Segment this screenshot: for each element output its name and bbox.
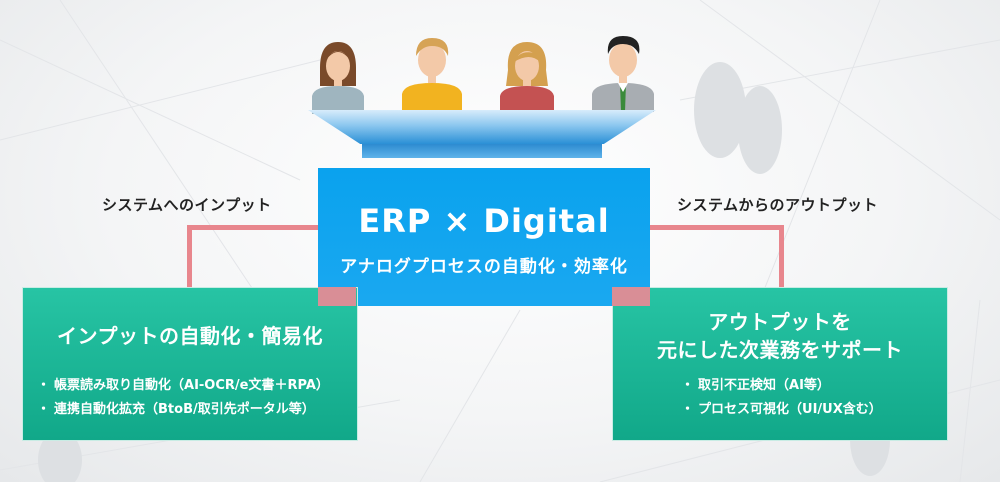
center-subtitle: アナログプロセスの自動化・効率化	[340, 257, 628, 277]
person-icon	[500, 42, 554, 114]
left-connector-horizontal	[187, 225, 320, 230]
person-icon	[402, 38, 462, 112]
list-item: 連携自動化拡充（BtoB/取引先ポータル等）	[37, 398, 329, 422]
output-box-title-line2: 元にした次業務をサポート	[657, 338, 903, 362]
input-automation-box: インプットの自動化・簡易化 帳票読み取り自動化（AI-OCR/e文書＋RPA） …	[22, 287, 358, 441]
right-overlap-marker	[612, 287, 650, 306]
tray-bottom	[362, 144, 602, 158]
right-connector-vertical	[779, 225, 784, 288]
list-item: プロセス可視化（UI/UX含む）	[681, 398, 882, 422]
input-label: システムへのインプット	[102, 196, 272, 214]
input-box-title: インプットの自動化・簡易化	[57, 324, 323, 348]
output-label: システムからのアウトプット	[677, 196, 879, 214]
right-connector-horizontal	[648, 225, 784, 230]
center-title: ERP × Digital	[358, 202, 610, 240]
person-icon	[312, 42, 364, 114]
output-box-title-line1: アウトプットを	[708, 310, 852, 334]
left-overlap-marker	[318, 287, 356, 306]
tray-top	[308, 110, 656, 144]
left-connector-vertical	[187, 225, 192, 288]
input-bullet-list: 帳票読み取り自動化（AI-OCR/e文書＋RPA） 連携自動化拡充（BtoB/取…	[37, 374, 329, 422]
center-box: ERP × Digital アナログプロセスの自動化・効率化	[318, 168, 650, 306]
output-support-box: アウトプットを 元にした次業務をサポート 取引不正検知（AI等） プロセス可視化…	[612, 287, 948, 441]
output-bullet-list: 取引不正検知（AI等） プロセス可視化（UI/UX含む）	[681, 374, 882, 422]
list-item: 帳票読み取り自動化（AI-OCR/e文書＋RPA）	[37, 374, 329, 398]
list-item: 取引不正検知（AI等）	[681, 374, 882, 398]
person-icon	[592, 36, 654, 112]
